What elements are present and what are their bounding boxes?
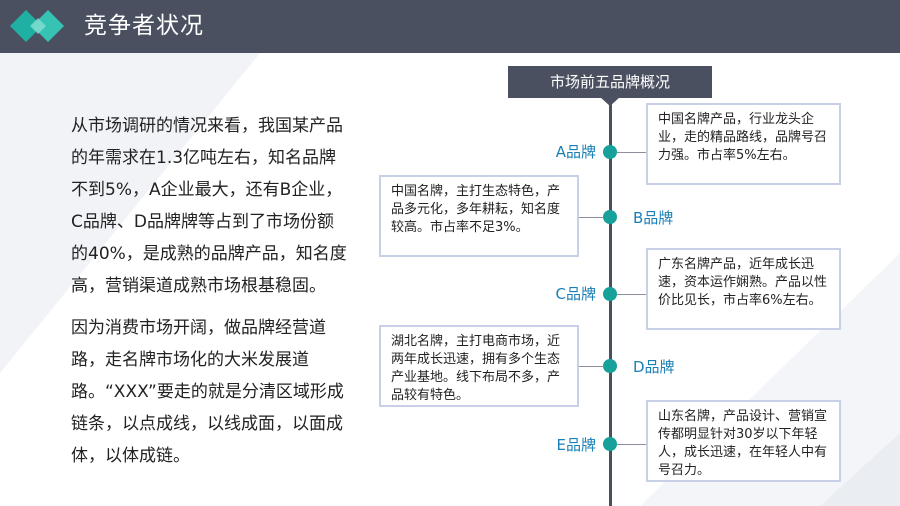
brand-desc-d: 湖北名牌，主打电商市场，近两年成长迅速，拥有多个生态产业基地。线下布局不多，产品…: [379, 325, 579, 407]
brand-label-b: B品牌: [633, 209, 674, 227]
diamond-logo-icon: [10, 10, 64, 42]
intro-paragraph-1: 从市场调研的情况来看，我国某产品的年需求在1.3亿吨左右，知名品牌不到5%，A企…: [71, 116, 347, 296]
brand-desc-e: 山东名牌，产品设计、营销宣传都明显针对30岁以下年轻人，成长迅速，在年轻人中有号…: [646, 400, 841, 482]
brand-label-c: C品牌: [555, 285, 596, 303]
intro-paragraph-2: 因为消费市场开阔，做品牌经营道路，走名牌市场化的大米发展道路。“XXX”要走的就…: [71, 318, 344, 466]
timeline-title: 市场前五品牌概况: [508, 66, 712, 98]
brand-desc-c: 广东名牌产品，近年成长迅速，资本运作娴熟。产品以性价比见长，市占率6%左右。: [646, 248, 841, 330]
brand-desc-a: 中国名牌产品，行业龙头企业，走的精品路线，品牌号召力强。市占率5%左右。: [646, 103, 841, 185]
brand-label-d: D品牌: [633, 358, 675, 376]
connector-a: [617, 152, 647, 153]
brand-label-e: E品牌: [556, 436, 596, 454]
timeline-axis: [609, 98, 612, 506]
connector-d: [578, 366, 604, 367]
header-bar: 竞争者状况: [0, 0, 900, 53]
page-title: 竞争者状况: [84, 13, 204, 39]
brand-desc-b: 中国名牌，主打生态特色，产品多元化，多年耕耘，知名度较高。市占率不足3%。: [379, 175, 579, 257]
timeline-title-pointer: [600, 97, 620, 106]
brand-label-a: A品牌: [555, 143, 596, 161]
connector-b: [578, 217, 604, 218]
timeline-dot-c: [603, 287, 617, 301]
timeline-dot-b: [603, 210, 617, 224]
timeline-dot-e: [603, 437, 617, 451]
connector-c: [617, 294, 647, 295]
timeline-dot-a: [603, 145, 617, 159]
connector-e: [617, 444, 647, 445]
timeline-dot-d: [603, 359, 617, 373]
